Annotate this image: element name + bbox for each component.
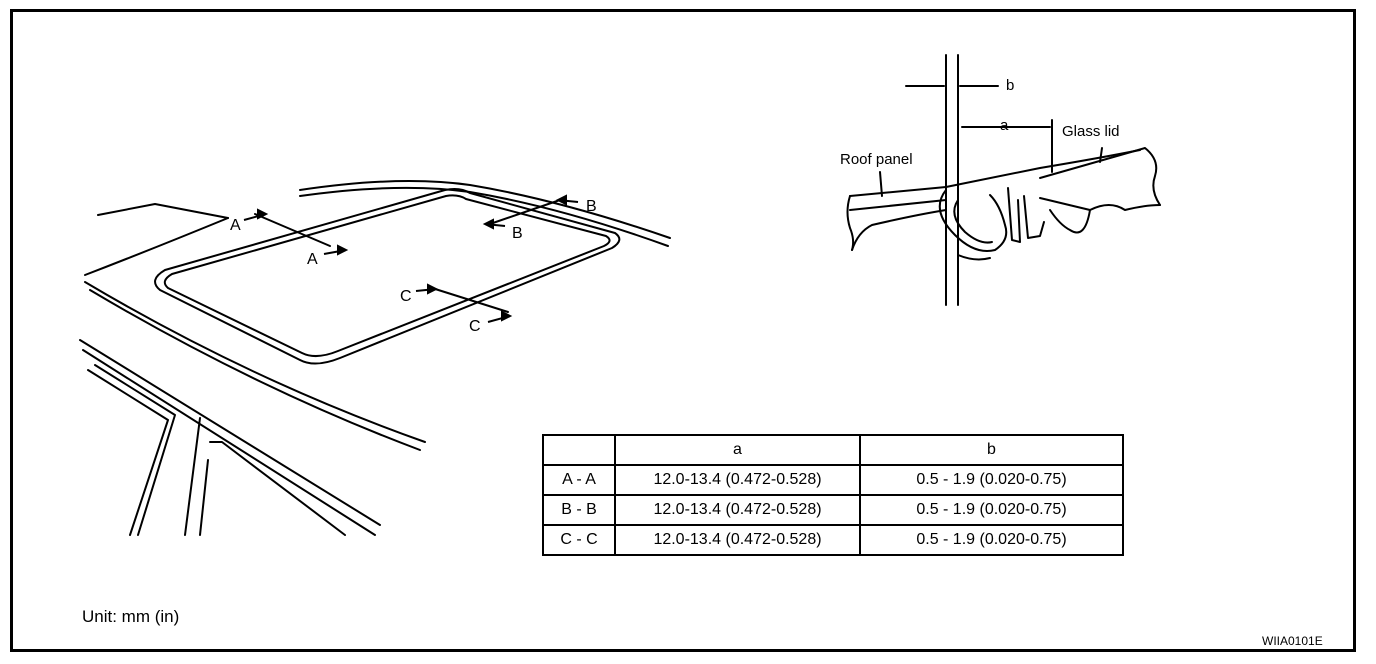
section-b-label-top: B bbox=[586, 198, 597, 215]
glass-lid-bottom bbox=[1039, 197, 1161, 211]
table-cell-section: C - C bbox=[542, 524, 616, 556]
sunroof-outer-seal bbox=[154, 188, 621, 365]
section-a-label-bottom: A bbox=[307, 251, 318, 268]
table-header-a: a bbox=[614, 434, 861, 466]
unit-note: Unit: mm (in) bbox=[82, 607, 180, 626]
roof-rear-edge bbox=[299, 180, 671, 239]
section-a-line bbox=[254, 213, 331, 247]
table-cell-a: 12.0-13.4 (0.472-0.528) bbox=[614, 524, 861, 556]
window-frame-5 bbox=[199, 459, 209, 536]
window-frame-2 bbox=[94, 364, 176, 536]
section-b-line bbox=[489, 199, 561, 225]
table-cell-b: 0.5 - 1.9 (0.020-0.75) bbox=[859, 494, 1124, 526]
section-c-label-top: C bbox=[400, 288, 412, 305]
sunroof-inner-seal bbox=[163, 194, 611, 357]
window-frame-3 bbox=[184, 417, 201, 536]
roof-panel-label: Roof panel bbox=[840, 151, 913, 168]
glass-lid-leader bbox=[1099, 147, 1103, 163]
section-c-label-bottom: C bbox=[469, 318, 481, 335]
panel-flange-left bbox=[851, 209, 947, 251]
table-cell-section: B - B bbox=[542, 494, 616, 526]
table-cell-b: 0.5 - 1.9 (0.020-0.75) bbox=[859, 524, 1124, 556]
table-row: B - B 12.0-13.4 (0.472-0.528) 0.5 - 1.9 … bbox=[542, 494, 1124, 526]
table-header-row: a b bbox=[542, 434, 1124, 466]
section-c-line bbox=[431, 287, 509, 313]
glass-lid-lower bbox=[1049, 209, 1091, 234]
table-header-b: b bbox=[859, 434, 1124, 466]
table-cell-a: 12.0-13.4 (0.472-0.528) bbox=[614, 494, 861, 526]
dimension-b-label: b bbox=[1006, 77, 1015, 94]
table-row: A - A 12.0-13.4 (0.472-0.528) 0.5 - 1.9 … bbox=[542, 464, 1124, 496]
figure-frame bbox=[10, 9, 1356, 652]
table-cell-b: 0.5 - 1.9 (0.020-0.75) bbox=[859, 464, 1124, 496]
section-a-label-top: A bbox=[230, 217, 241, 234]
table-header-empty bbox=[542, 434, 616, 466]
roof-panel-end-break bbox=[846, 195, 855, 251]
seal-lip bbox=[1007, 187, 1021, 243]
roof-side-line bbox=[84, 281, 426, 443]
roof-front-edge bbox=[84, 217, 229, 276]
roof-panel-top bbox=[849, 149, 1141, 197]
roof-panel-bottom bbox=[849, 199, 947, 211]
seal-lip-2 bbox=[1023, 195, 1045, 239]
roof-edge-line bbox=[97, 203, 229, 219]
glass-lid-top bbox=[1039, 147, 1161, 206]
pillar-line bbox=[79, 339, 381, 526]
window-frame bbox=[87, 369, 169, 536]
table-cell-a: 12.0-13.4 (0.472-0.528) bbox=[614, 464, 861, 496]
roof-panel-leader bbox=[879, 171, 883, 197]
weatherstrip-inner bbox=[953, 199, 993, 244]
panel-flange-right bbox=[957, 254, 991, 261]
clearance-spec-table: a b A - A 12.0-13.4 (0.472-0.528) 0.5 - … bbox=[542, 434, 1124, 556]
pillar-line-2 bbox=[82, 349, 376, 536]
weatherstrip-outer bbox=[938, 189, 1008, 252]
section-b-label-bottom: B bbox=[512, 225, 523, 242]
table-row: C - C 12.0-13.4 (0.472-0.528) 0.5 - 1.9 … bbox=[542, 524, 1124, 556]
figure-code: WIIA0101E bbox=[1262, 634, 1323, 648]
glass-lid-label: Glass lid bbox=[1062, 123, 1120, 140]
dimension-a-label: a bbox=[1000, 117, 1009, 134]
window-frame-4 bbox=[209, 441, 346, 536]
roof-side-line-2 bbox=[89, 289, 421, 451]
table-cell-section: A - A bbox=[542, 464, 616, 496]
